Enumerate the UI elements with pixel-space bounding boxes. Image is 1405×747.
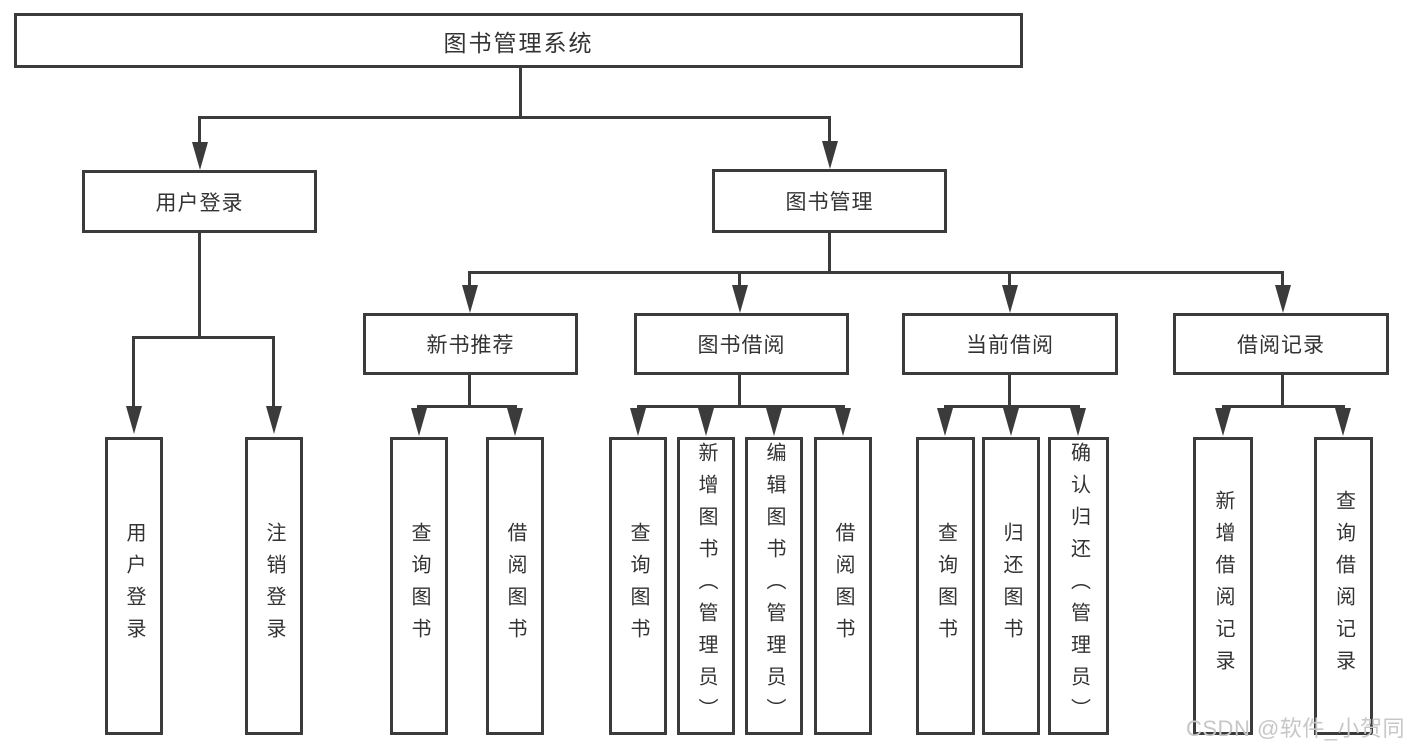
connector-book-management-stem — [828, 233, 831, 273]
node-add-borrow-record: 新增借阅记录 — [1193, 437, 1253, 735]
connector-new-book-recommend-split — [417, 405, 517, 408]
node-borrow-records: 借阅记录 — [1173, 313, 1389, 375]
arrow-down-icon — [1002, 285, 1018, 313]
node-borrow-books-recommend: 借阅图书 — [486, 437, 544, 735]
connector-borrow-records-stem — [1281, 375, 1284, 408]
arrow-down-icon — [411, 408, 427, 436]
arrow-down-icon — [835, 408, 851, 436]
node-label: 图书管理 — [785, 191, 874, 214]
node-new-book-recommend: 新书推荐 — [363, 313, 578, 375]
arrow-down-icon — [630, 408, 646, 436]
connector-borrow-records-split — [1222, 405, 1345, 408]
node-library-management-system: 图书管理系统 — [14, 13, 1023, 68]
node-label: 查询图书 — [408, 522, 430, 650]
arrow-down-icon — [1215, 408, 1231, 436]
connector-root-trunk — [519, 68, 522, 118]
arrow-down-icon — [462, 285, 478, 313]
node-label: 新增借阅记录 — [1212, 490, 1234, 682]
connector-level3-branch — [468, 271, 1284, 274]
arrow-down-icon — [822, 141, 838, 169]
arrow-down-icon — [1275, 285, 1291, 313]
node-label: 图书管理系统 — [443, 29, 594, 56]
node-label: 用户登录 — [123, 522, 145, 650]
node-label: 确认归还（管理员） — [1067, 442, 1090, 730]
node-label: 用户登录 — [155, 191, 244, 215]
node-add-book-admin: 新增图书（管理员） — [677, 437, 735, 735]
connector-drop-user-login — [198, 116, 201, 146]
node-logout-leaf: 注销登录 — [245, 437, 303, 735]
node-query-borrow-record: 查询借阅记录 — [1314, 437, 1373, 735]
node-user-login-branch: 用户登录 — [82, 170, 317, 233]
node-current-borrow: 当前借阅 — [902, 313, 1118, 375]
node-label: 查询图书 — [934, 522, 957, 650]
node-book-management: 图书管理 — [712, 169, 947, 233]
connector-drop-book-borrow — [738, 271, 741, 289]
arrow-down-icon — [766, 408, 782, 436]
node-label: 新书推荐 — [426, 334, 515, 357]
connector-drop-borrow-records — [1281, 271, 1284, 289]
arrow-down-icon — [1070, 408, 1086, 436]
node-label: 借阅图书 — [832, 522, 854, 650]
node-label: 当前借阅 — [966, 334, 1054, 357]
arrow-down-icon — [937, 408, 953, 436]
connector-drop-new-book-recommend — [468, 271, 471, 289]
connector-new-book-recommend-stem — [468, 375, 471, 408]
node-user-login-leaf: 用户登录 — [105, 437, 163, 735]
node-label: 新增图书（管理员） — [695, 442, 717, 730]
node-label: 注销登录 — [263, 522, 285, 650]
connector-drop-login — [132, 336, 135, 408]
node-label: 查询图书 — [627, 522, 649, 650]
node-edit-book-admin: 编辑图书（管理员） — [745, 437, 803, 735]
node-query-books-recommend: 查询图书 — [390, 437, 448, 735]
connector-current-borrow-split — [944, 405, 1080, 408]
node-confirm-return-admin: 确认归还（管理员） — [1048, 437, 1109, 735]
node-label: 编辑图书（管理员） — [763, 442, 785, 730]
node-query-books-borrow: 查询图书 — [609, 437, 667, 735]
node-label: 归还图书 — [1000, 522, 1022, 650]
connector-book-borrow-stem — [738, 375, 741, 408]
arrow-down-icon — [126, 406, 142, 434]
node-label: 图书借阅 — [697, 334, 786, 357]
arrow-down-icon — [192, 142, 208, 170]
watermark-text: CSDN @软件_小贺同学 — [1186, 716, 1405, 741]
node-label: 借阅图书 — [504, 522, 526, 650]
node-return-book: 归还图书 — [982, 437, 1040, 735]
node-query-books-current: 查询图书 — [916, 437, 975, 735]
node-borrow-books-leaf: 借阅图书 — [814, 437, 872, 735]
connector-book-borrow-split — [637, 405, 845, 408]
connector-drop-current-borrow — [1008, 271, 1011, 289]
connector-drop-logout — [272, 336, 275, 408]
arrow-down-icon — [732, 285, 748, 313]
connector-drop-book-management — [828, 116, 831, 146]
connector-user-login-stem — [198, 232, 201, 338]
connector-level2-branch — [198, 116, 831, 119]
node-book-borrow: 图书借阅 — [634, 313, 849, 375]
arrow-down-icon — [507, 408, 523, 436]
connector-user-login-split — [132, 336, 275, 339]
connector-current-borrow-stem — [1008, 375, 1011, 408]
arrow-down-icon — [698, 408, 714, 436]
arrow-down-icon — [1335, 408, 1351, 436]
node-label: 查询借阅记录 — [1332, 490, 1355, 682]
arrow-down-icon — [1003, 408, 1019, 436]
arrow-down-icon — [266, 406, 282, 434]
node-label: 借阅记录 — [1237, 334, 1325, 357]
